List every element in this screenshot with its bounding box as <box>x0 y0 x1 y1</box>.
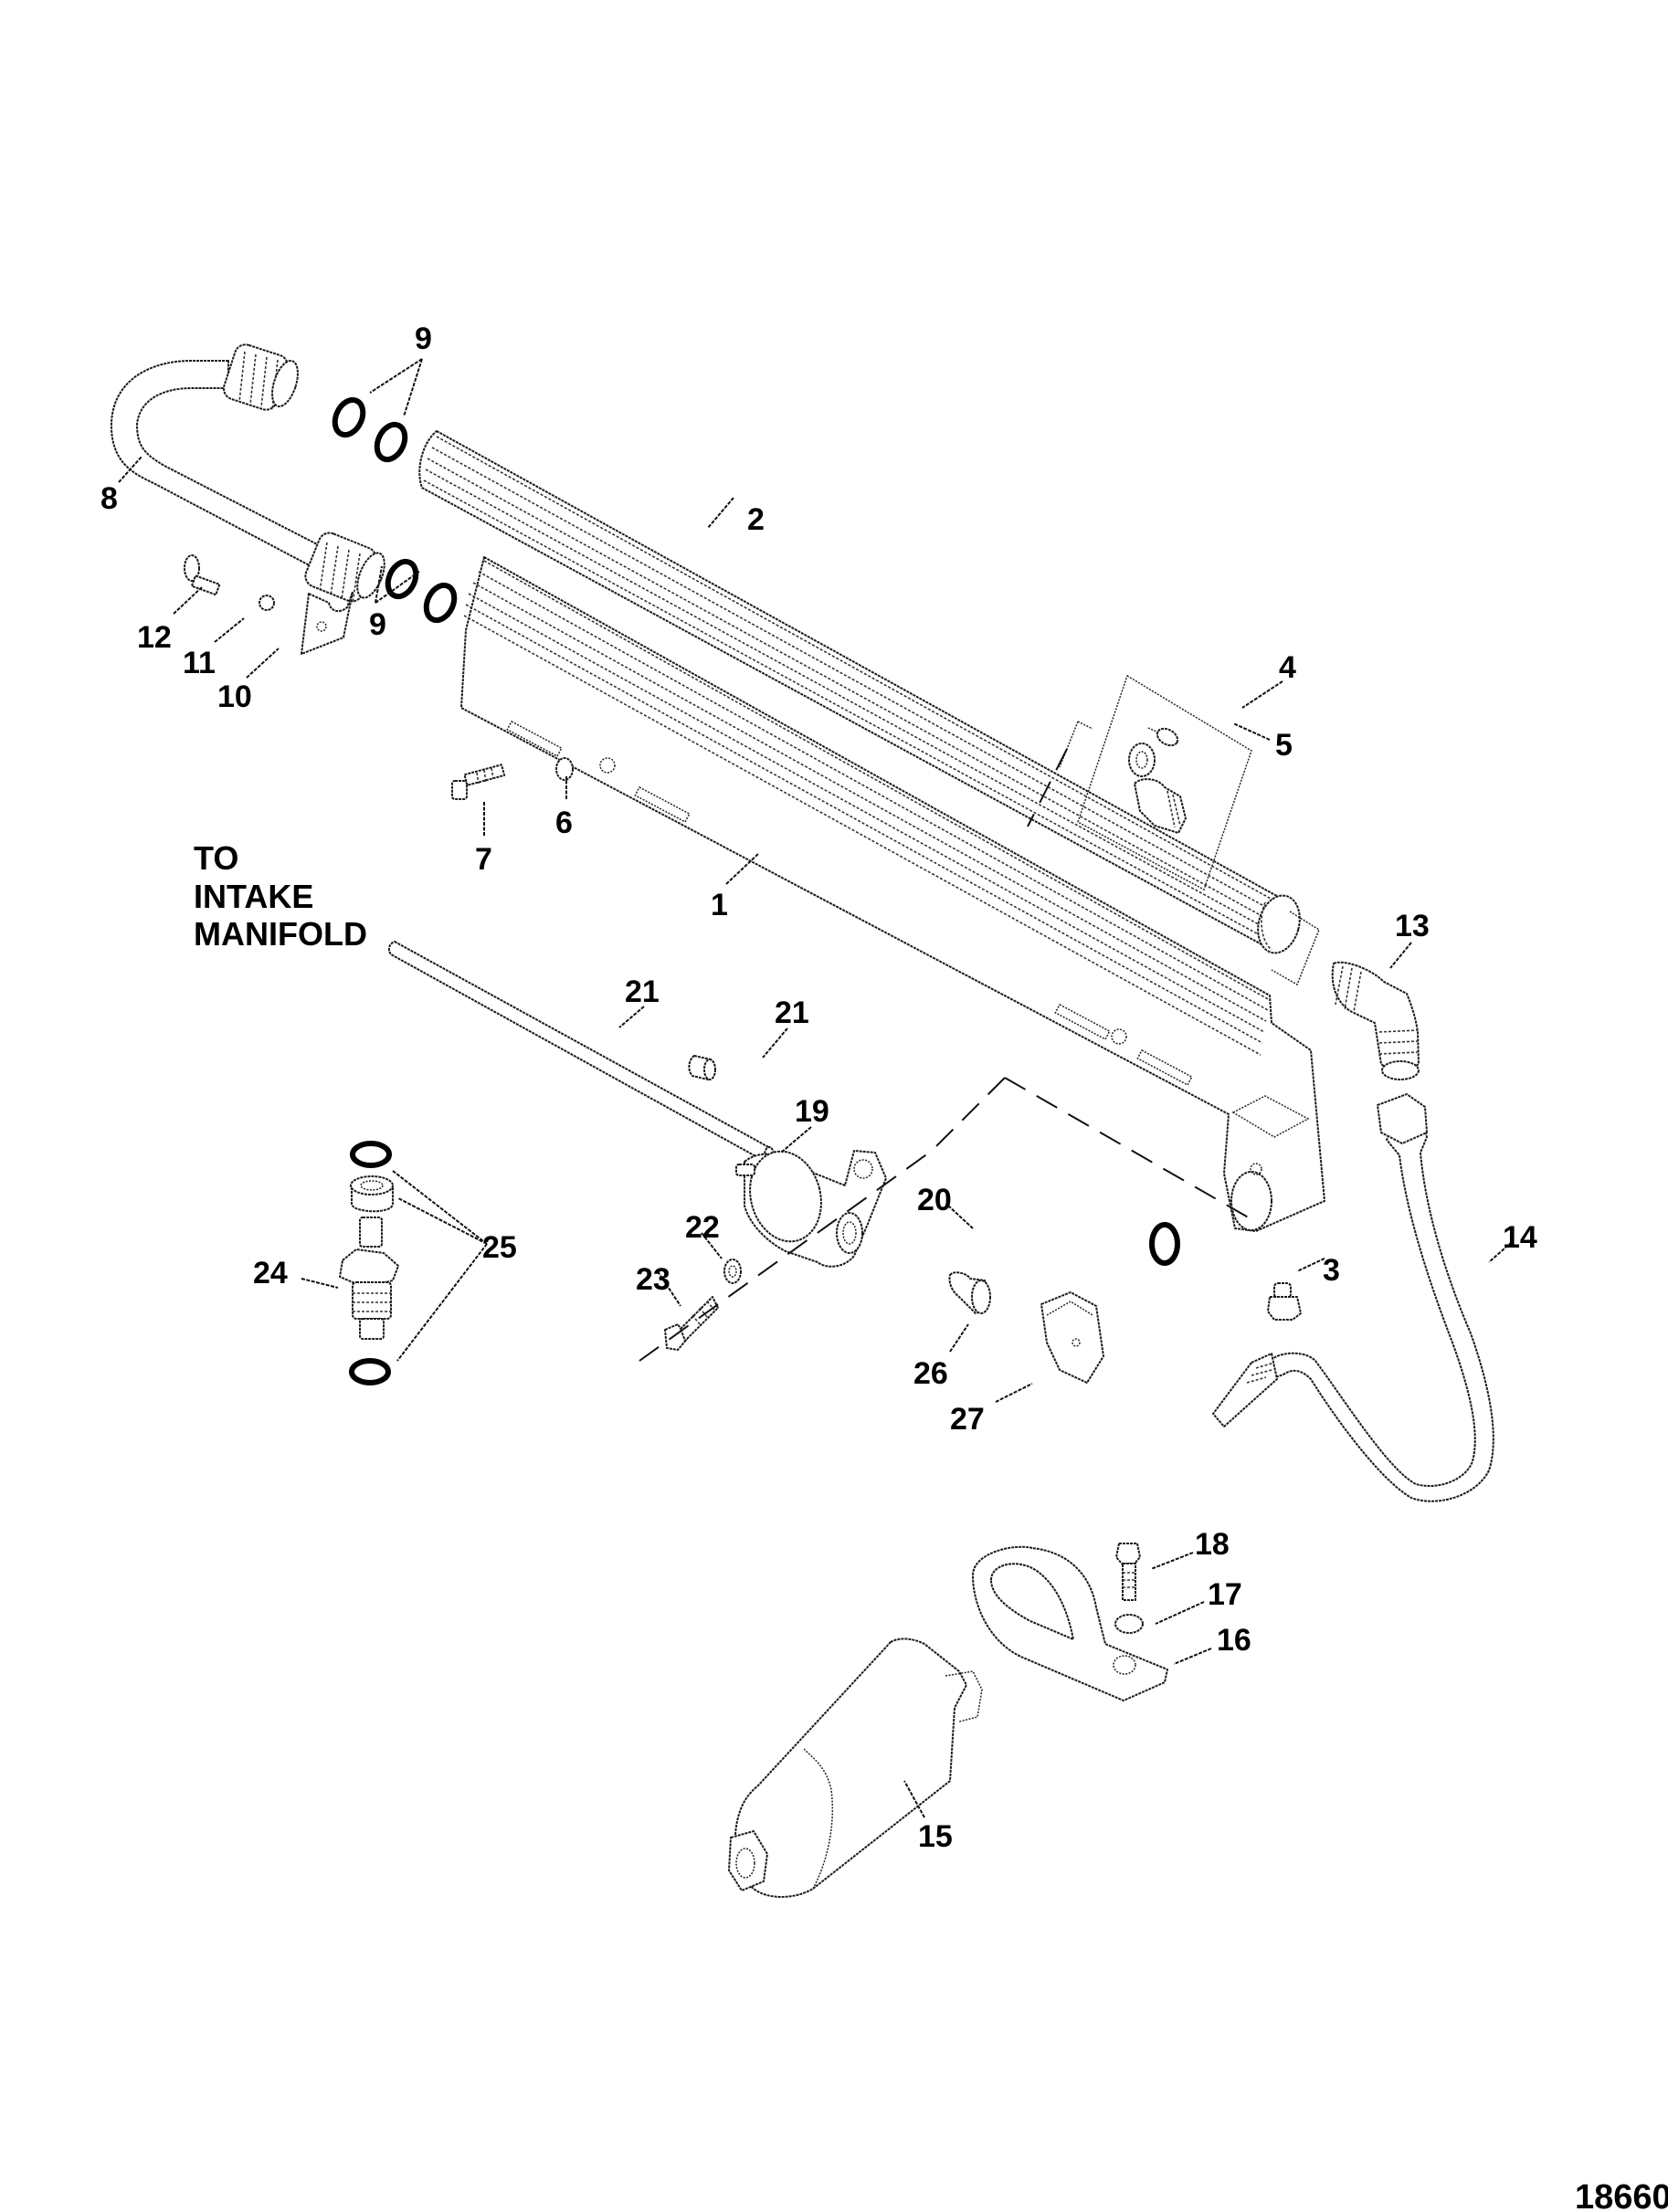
leader-lines <box>118 358 1513 1818</box>
callout-18: 18 <box>1195 1527 1230 1562</box>
note-line-3: MANIFOLD <box>194 915 367 953</box>
callout-15: 15 <box>918 1819 953 1854</box>
bolt-part-23 <box>664 1296 719 1351</box>
pressure-regulator-part-19 <box>735 1150 887 1268</box>
fuel-injector-part-24 <box>339 1217 399 1340</box>
callout-16: 16 <box>1217 1623 1251 1658</box>
callout-13: 13 <box>1395 909 1430 943</box>
bolt-part-7 <box>451 764 506 800</box>
fitting-part-26 <box>948 1271 991 1314</box>
o-ring-part-25-top <box>350 1141 392 1168</box>
washer-part-6 <box>555 757 574 781</box>
schrader-valve-kit-part-4 <box>1059 674 1320 986</box>
assembly-lines <box>639 748 1252 1362</box>
callout-20: 20 <box>917 1183 952 1217</box>
callout-25: 25 <box>482 1230 517 1265</box>
callout-9-upper: 9 <box>415 321 432 356</box>
hex-cap-part-27 <box>1040 1291 1104 1384</box>
callout-8: 8 <box>100 481 118 516</box>
figure-number: 18660 <box>1575 2178 1668 2212</box>
callout-5: 5 <box>1275 728 1293 763</box>
vacuum-cap-part-21 <box>688 1055 716 1080</box>
callout-3: 3 <box>1323 1253 1340 1288</box>
callout-4: 4 <box>1279 650 1296 685</box>
o-rings-part-9-lower <box>385 558 458 624</box>
callout-17: 17 <box>1208 1577 1242 1612</box>
washer-part-17 <box>1114 1614 1144 1634</box>
callout-24: 24 <box>253 1256 288 1290</box>
intake-manifold-note: TO INTAKE MANIFOLD <box>194 839 367 953</box>
callout-1: 1 <box>711 888 728 922</box>
callout-23: 23 <box>636 1262 670 1297</box>
callout-6: 6 <box>555 806 573 840</box>
valve-fitting <box>1134 778 1187 834</box>
callout-7: 7 <box>475 842 492 877</box>
callout-labels: 9 9 8 12 11 10 2 1 4 5 6 7 13 21 21 19 2… <box>100 321 1537 1854</box>
callout-21-cap: 21 <box>775 995 809 1030</box>
fuel-rail-part-2 <box>418 430 1301 954</box>
vacuum-hose-part-21 <box>387 941 775 1164</box>
callout-10: 10 <box>217 679 252 714</box>
fuel-rail-part-1 <box>460 556 1325 1232</box>
fitting-part-3 <box>1267 1282 1302 1321</box>
callout-26: 26 <box>913 1356 948 1391</box>
spacer-part-25 <box>350 1175 394 1213</box>
note-line-2: INTAKE <box>194 878 313 915</box>
crossover-tube-part-8 <box>110 343 385 604</box>
callout-12: 12 <box>137 620 172 655</box>
nut-part-11 <box>259 595 275 611</box>
callout-21-hose: 21 <box>625 974 660 1009</box>
callout-9-lower: 9 <box>369 607 386 642</box>
o-rings-part-9-upper <box>332 396 408 463</box>
callout-2: 2 <box>747 502 765 537</box>
callout-11: 11 <box>183 646 216 680</box>
bolt-part-18 <box>1115 1543 1141 1601</box>
valve-core-part-5 <box>1147 727 1179 747</box>
callout-14: 14 <box>1503 1220 1537 1255</box>
elbow-fitting-part-13 <box>1331 961 1420 1080</box>
bracket-part-10 <box>301 591 354 655</box>
callout-19: 19 <box>795 1094 829 1129</box>
fuel-filter-part-15 <box>728 1638 983 1898</box>
washer-part-22 <box>723 1259 742 1284</box>
o-ring-part-25-bottom <box>349 1358 391 1385</box>
fuel-line-part-14 <box>1212 1093 1494 1502</box>
screw-part-12 <box>184 554 221 596</box>
o-ring-part-20 <box>1149 1222 1180 1266</box>
callout-22: 22 <box>685 1210 720 1245</box>
note-line-1: TO <box>194 839 238 877</box>
callout-27: 27 <box>950 1402 985 1437</box>
clamp-part-16 <box>972 1545 1168 1701</box>
